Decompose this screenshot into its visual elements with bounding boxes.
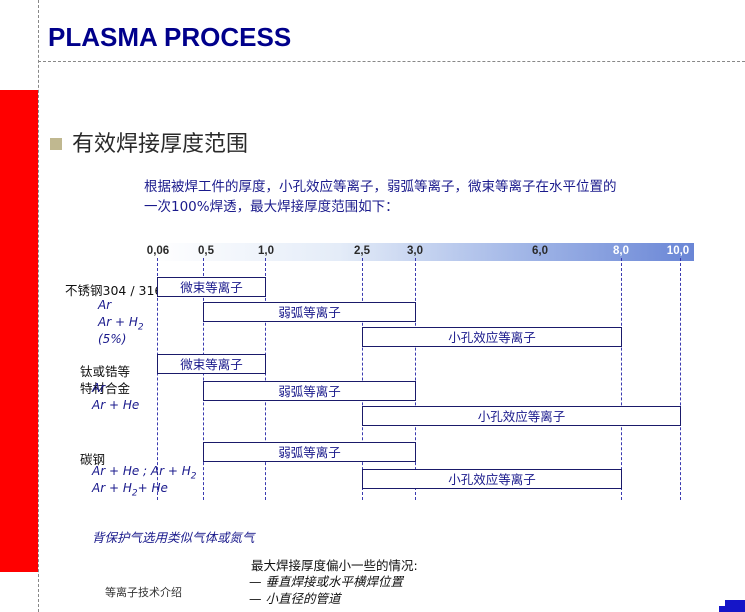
gas-label: Ar: [92, 381, 106, 395]
tick-label: 3,0: [407, 245, 423, 257]
tick-label: 1,0: [258, 245, 274, 257]
tick-label: 10,0: [666, 245, 690, 257]
gas-label: Ar + He ; Ar + H2: [92, 464, 197, 482]
gas-label: Ar + He: [92, 398, 140, 412]
grid-line: [362, 258, 363, 500]
range-keyhole-carbon: 小孔效应等离子: [362, 469, 622, 489]
gas-label: Ar + H2+ He: [92, 481, 168, 499]
material-titanium-label-2: 特材合金: [80, 381, 131, 396]
vertical-guide-line: [38, 0, 39, 612]
tick-label: 2,5: [354, 245, 370, 257]
bullet-square-icon: [50, 138, 62, 150]
description-line-1: 根据被焊工件的厚度，小孔效应等离子，弱弧等离子，微束等离子在水平位置的: [144, 179, 617, 195]
range-keyhole-stainless: 小孔效应等离子: [362, 327, 622, 347]
range-micro-stainless: 微束等离子: [157, 277, 266, 297]
tick-label: 0,06: [146, 245, 170, 257]
corner-accent-small: [719, 606, 725, 612]
range-weak-carbon: 弱弧等离子: [203, 442, 416, 462]
corner-accent: [725, 600, 745, 612]
tick-label: 0,5: [198, 245, 214, 257]
shielding-gas-note: 背保护气选用类似气体或氮气: [92, 530, 255, 545]
range-weak-stainless: 弱弧等离子: [203, 302, 416, 322]
tick-label: 6,0: [532, 245, 548, 257]
grid-line: [265, 258, 266, 500]
range-micro-titanium: 微束等离子: [157, 354, 266, 374]
section-heading: 有效焊接厚度范围: [72, 132, 249, 157]
horizontal-guide-line: [38, 61, 745, 62]
footer-label: 等离子技术介绍: [105, 586, 182, 599]
material-carbon-label: 碳钢: [80, 452, 106, 467]
slide-title: PLASMA PROCESS: [48, 22, 292, 52]
grid-line: [203, 258, 204, 500]
grid-line: [157, 258, 158, 500]
smaller-thickness-title: 最大焊接厚度偏小一些的情况:: [251, 558, 418, 573]
grid-line: [415, 258, 416, 500]
thickness-scale-bar: [148, 243, 694, 261]
range-keyhole-titanium: 小孔效应等离子: [362, 406, 681, 426]
section-description: 根据被焊工件的厚度，小孔效应等离子，弱弧等离子，微束等离子在水平位置的 一次10…: [144, 177, 704, 217]
grid-line: [621, 258, 622, 500]
material-stainless-label: 不锈钢304 / 316: [65, 283, 163, 298]
grid-line: [680, 258, 681, 500]
gas-label: (5%): [98, 332, 127, 346]
red-accent-bar: [0, 90, 38, 572]
note-item: — 小直径的管道: [249, 591, 341, 606]
material-titanium-label-1: 钛或锆等: [80, 364, 131, 379]
gas-label: Ar: [98, 298, 112, 312]
tick-label: 8,0: [613, 245, 629, 257]
note-item: — 垂直焊接或水平横焊位置: [249, 574, 403, 589]
gas-label: Ar + H2: [98, 315, 144, 333]
range-weak-titanium: 弱弧等离子: [203, 381, 416, 401]
description-line-2: 一次100%焊透，最大焊接厚度范围如下：: [144, 199, 399, 215]
